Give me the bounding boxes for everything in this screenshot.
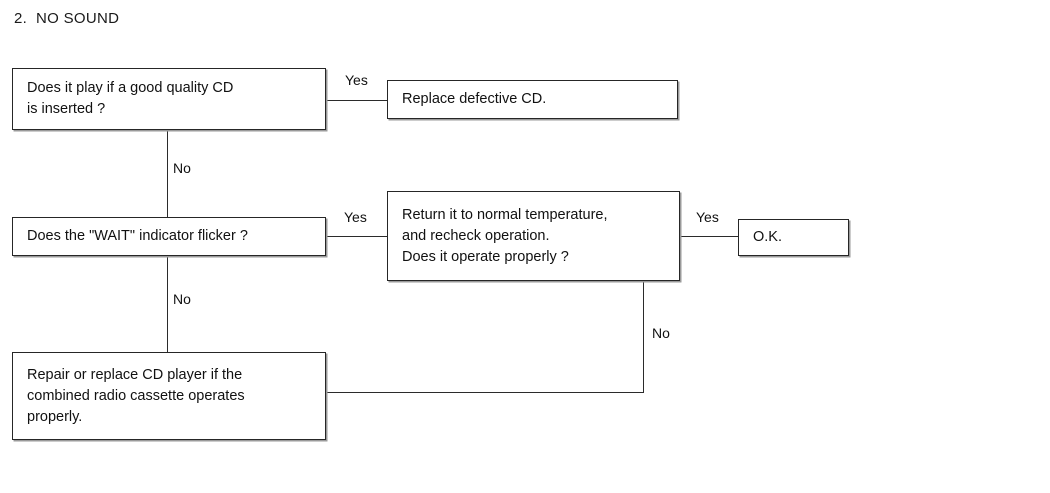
node-label: Does it play if a good quality CD is ins…	[27, 80, 234, 117]
node-terminal-ok[interactable]: O.K.	[738, 219, 849, 256]
node-label: O.K.	[753, 229, 783, 245]
node-label: Does the "WAIT" indicator flicker ?	[27, 228, 248, 244]
node-label: Return it to normal temperature, and rec…	[402, 206, 608, 265]
edge-q2-yes-line	[326, 236, 387, 237]
edge-q2-no-line	[167, 256, 168, 352]
node-label: Repair or replace CD player if the combi…	[27, 366, 245, 425]
edge-label-q2-yes: Yes	[342, 209, 369, 225]
edge-q1-no-line	[167, 130, 168, 217]
edge-q3-no-line-horizontal	[326, 392, 644, 393]
page-title: 2. NO SOUND	[14, 10, 120, 27]
node-question-return-normal-temperature[interactable]: Return it to normal temperature, and rec…	[387, 191, 680, 281]
edge-label-q1-yes: Yes	[343, 72, 370, 88]
edge-label-q1-no: No	[171, 160, 193, 176]
node-question-wait-indicator-flicker[interactable]: Does the "WAIT" indicator flicker ?	[12, 217, 326, 256]
node-action-repair-or-replace-cd-player[interactable]: Repair or replace CD player if the combi…	[12, 352, 326, 440]
node-action-replace-defective-cd[interactable]: Replace defective CD.	[387, 80, 678, 119]
edge-label-q3-yes: Yes	[694, 209, 721, 225]
node-question-good-quality-cd[interactable]: Does it play if a good quality CD is ins…	[12, 68, 326, 130]
edge-label-q2-no: No	[171, 291, 193, 307]
edge-q3-no-line-vertical	[643, 281, 644, 392]
edge-q1-yes-line	[326, 100, 387, 101]
edge-label-q3-no: No	[650, 325, 672, 341]
node-label: Replace defective CD.	[402, 91, 547, 107]
edge-q3-yes-line	[680, 236, 738, 237]
